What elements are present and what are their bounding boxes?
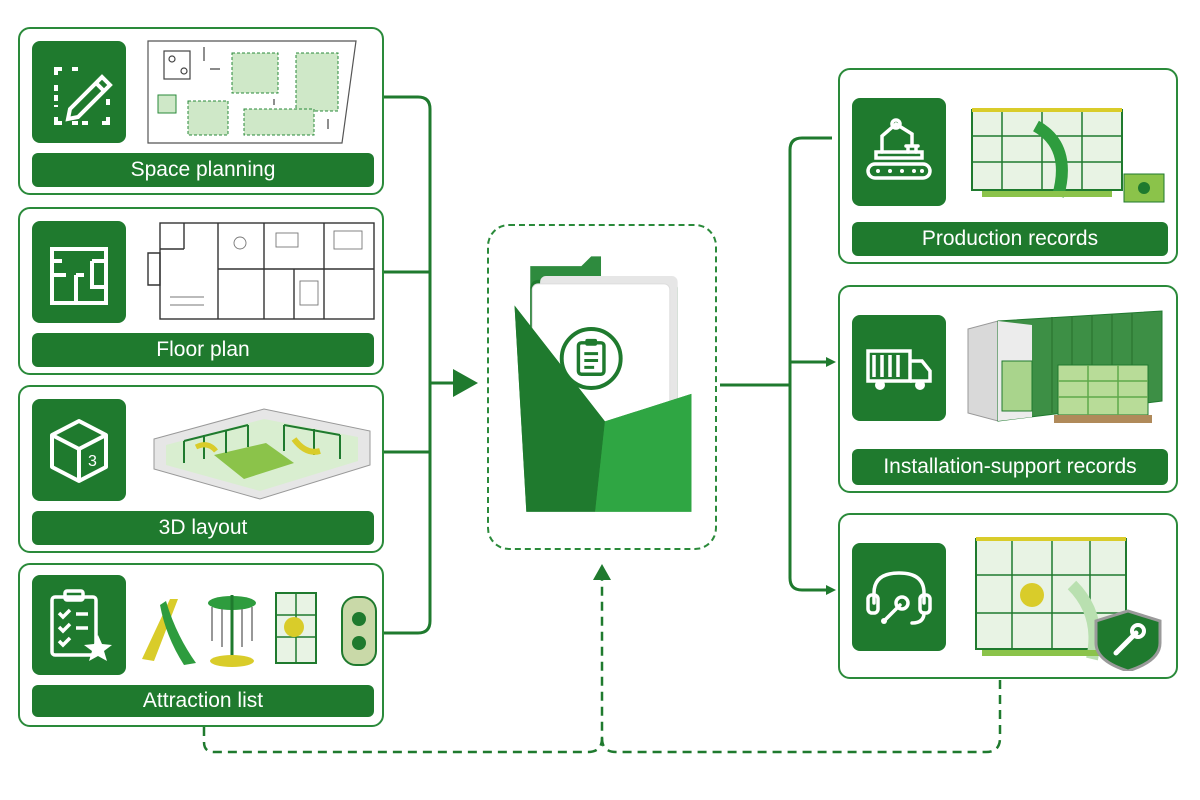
icon-tile <box>32 575 126 675</box>
cube-3d-icon <box>50 419 108 483</box>
shipping-container-render <box>962 301 1172 431</box>
checklist-star-icon <box>50 589 112 661</box>
central-project-folder[interactable] <box>487 224 717 550</box>
play-cage-attraction <box>275 592 317 664</box>
icon-tile <box>32 221 126 323</box>
icon-tile <box>852 543 946 651</box>
3d-playground-render <box>144 395 378 505</box>
icon-tile <box>852 98 946 206</box>
input-card-attraction-list[interactable]: Attraction list <box>18 563 384 727</box>
icon-tile: 3 <box>32 399 126 501</box>
cube-number: 3 <box>88 453 97 470</box>
input-label: Floor plan <box>32 333 374 367</box>
output-card-production-records[interactable]: Production records <box>838 68 1178 264</box>
floor-plan-icon <box>50 247 108 305</box>
output-card-installation-support-records[interactable]: Installation-support records <box>838 285 1178 493</box>
input-card-space-planning[interactable]: Space planning <box>18 27 384 195</box>
support-playground-render <box>962 525 1172 671</box>
input-label: 3D layout <box>32 511 374 545</box>
icon-tile <box>852 315 946 421</box>
production-playground-render <box>962 86 1172 216</box>
input-arrow <box>453 369 478 397</box>
edit-square-icon <box>54 67 113 125</box>
robot-arm-conveyor-icon <box>866 118 932 180</box>
attraction-items-render <box>136 575 382 675</box>
output-label: Installation-support records <box>852 449 1168 485</box>
input-label: Attraction list <box>32 685 374 717</box>
folder-clipboard-icon <box>514 256 692 512</box>
headset-wrench-icon <box>866 571 932 625</box>
space-planning-sketch <box>144 39 378 145</box>
input-label: Space planning <box>32 153 374 187</box>
delivery-truck-icon <box>866 349 932 390</box>
output-label: Production records <box>852 222 1168 256</box>
floor-plan-drawing <box>144 219 378 325</box>
shield-wrench-badge <box>1094 609 1162 671</box>
feedback-arrow-up <box>593 564 611 580</box>
carousel-attraction <box>208 595 256 667</box>
output-card-after-sales-support[interactable] <box>838 513 1178 679</box>
output-split-lines <box>720 136 836 595</box>
input-card-floor-plan[interactable]: Floor plan <box>18 207 384 375</box>
slide-attraction <box>142 599 196 665</box>
tube-attraction <box>341 596 377 666</box>
input-merge-lines <box>384 95 432 635</box>
input-card-3d-layout[interactable]: 3 3D layout <box>18 385 384 553</box>
icon-tile <box>32 41 126 143</box>
